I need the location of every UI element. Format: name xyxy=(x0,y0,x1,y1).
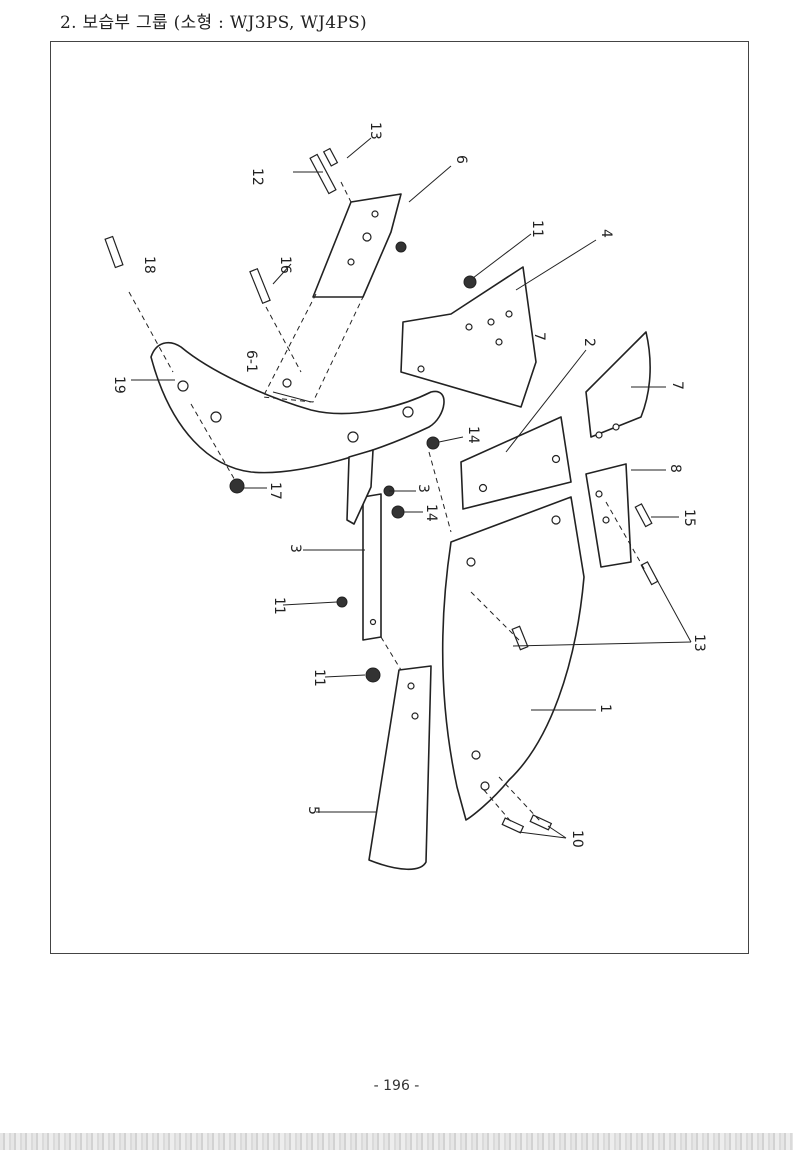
label-part-14-b: 14 xyxy=(423,504,439,522)
label-part-19: 19 xyxy=(111,376,127,394)
exploded-parts-diagram: 19 18 16 12 13 6 6-1 11 4 7 2 7 14 17 8 … xyxy=(104,122,707,871)
part-7-side-plate xyxy=(585,331,651,438)
bolt-16 xyxy=(249,267,271,305)
nut-14-b xyxy=(391,505,405,519)
bolt-13-mid xyxy=(511,625,529,651)
bolt-18 xyxy=(104,235,124,269)
part-5-post xyxy=(368,665,432,871)
part-2-plate xyxy=(460,416,572,510)
label-part-13-top: 13 xyxy=(367,122,383,140)
nut-11-mid xyxy=(336,596,348,608)
label-part-11-mid: 11 xyxy=(271,597,287,615)
label-part-11-top: 11 xyxy=(529,220,545,238)
label-part-7-small: 7 xyxy=(531,332,547,341)
label-part-10: 10 xyxy=(569,830,585,848)
exploded-diagram-frame: 19 18 16 12 13 6 6-1 11 4 7 2 7 14 17 8 … xyxy=(50,41,749,954)
part-1-moldboard xyxy=(441,496,585,821)
label-part-5: 5 xyxy=(305,806,321,815)
label-part-14-a: 14 xyxy=(465,426,481,444)
scan-edge-strip xyxy=(0,1133,793,1150)
label-part-8: 8 xyxy=(667,464,683,473)
label-part-17: 17 xyxy=(267,482,283,500)
label-part-16: 16 xyxy=(277,256,293,274)
label-part-6-1: 6-1 xyxy=(243,350,259,373)
label-part-3-nut: 3 xyxy=(415,484,431,493)
nut-11-low xyxy=(365,667,381,683)
label-part-11-low: 11 xyxy=(311,669,327,687)
label-part-4: 4 xyxy=(598,229,614,238)
label-part-1: 1 xyxy=(597,704,613,713)
label-part-13-right: 13 xyxy=(691,634,707,652)
bolt-12 xyxy=(309,153,337,195)
label-part-15: 15 xyxy=(681,509,697,527)
nut-11-top xyxy=(463,275,477,289)
page-number: - 196 - xyxy=(373,1078,420,1094)
nut-14-a xyxy=(426,436,440,450)
label-part-6: 6 xyxy=(453,155,469,164)
part-19-curved-beam xyxy=(150,341,445,474)
part-6-1-hidden-bracket xyxy=(262,293,364,403)
part-8-small-plate xyxy=(585,463,632,568)
page-title: 2. 보습부 그룹 (소형 : WJ3PS, WJ4PS) xyxy=(60,13,367,33)
label-part-2: 2 xyxy=(581,338,597,347)
part-3-bar xyxy=(362,493,382,641)
bolt-15 xyxy=(634,503,653,528)
bolt-10b xyxy=(529,814,553,831)
label-part-3: 3 xyxy=(287,544,303,553)
part-4-upper-plate xyxy=(400,266,537,408)
bolt-13-top xyxy=(322,147,339,167)
label-part-7: 7 xyxy=(669,381,685,390)
nut-17 xyxy=(229,478,245,494)
part-6-bracket-arm xyxy=(312,193,402,298)
bolt-13-right xyxy=(640,561,659,586)
label-part-12: 12 xyxy=(249,168,265,186)
bolt-10a xyxy=(501,817,525,834)
label-part-18: 18 xyxy=(141,256,157,274)
